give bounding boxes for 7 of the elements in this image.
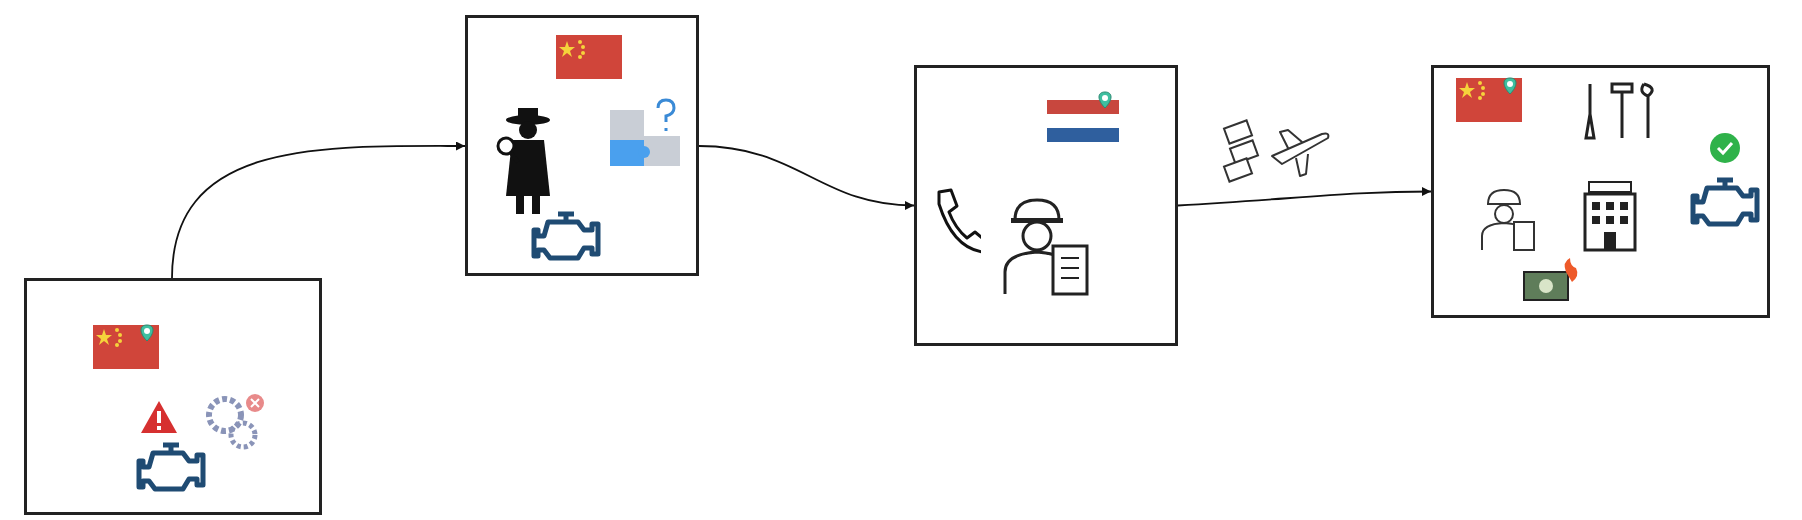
panel-box <box>914 65 1178 346</box>
arrow <box>698 145 915 210</box>
arrow <box>171 141 466 279</box>
panel-box <box>1431 65 1770 318</box>
arrow <box>1177 187 1432 207</box>
panel-box <box>24 278 322 515</box>
panel-box <box>465 15 699 276</box>
